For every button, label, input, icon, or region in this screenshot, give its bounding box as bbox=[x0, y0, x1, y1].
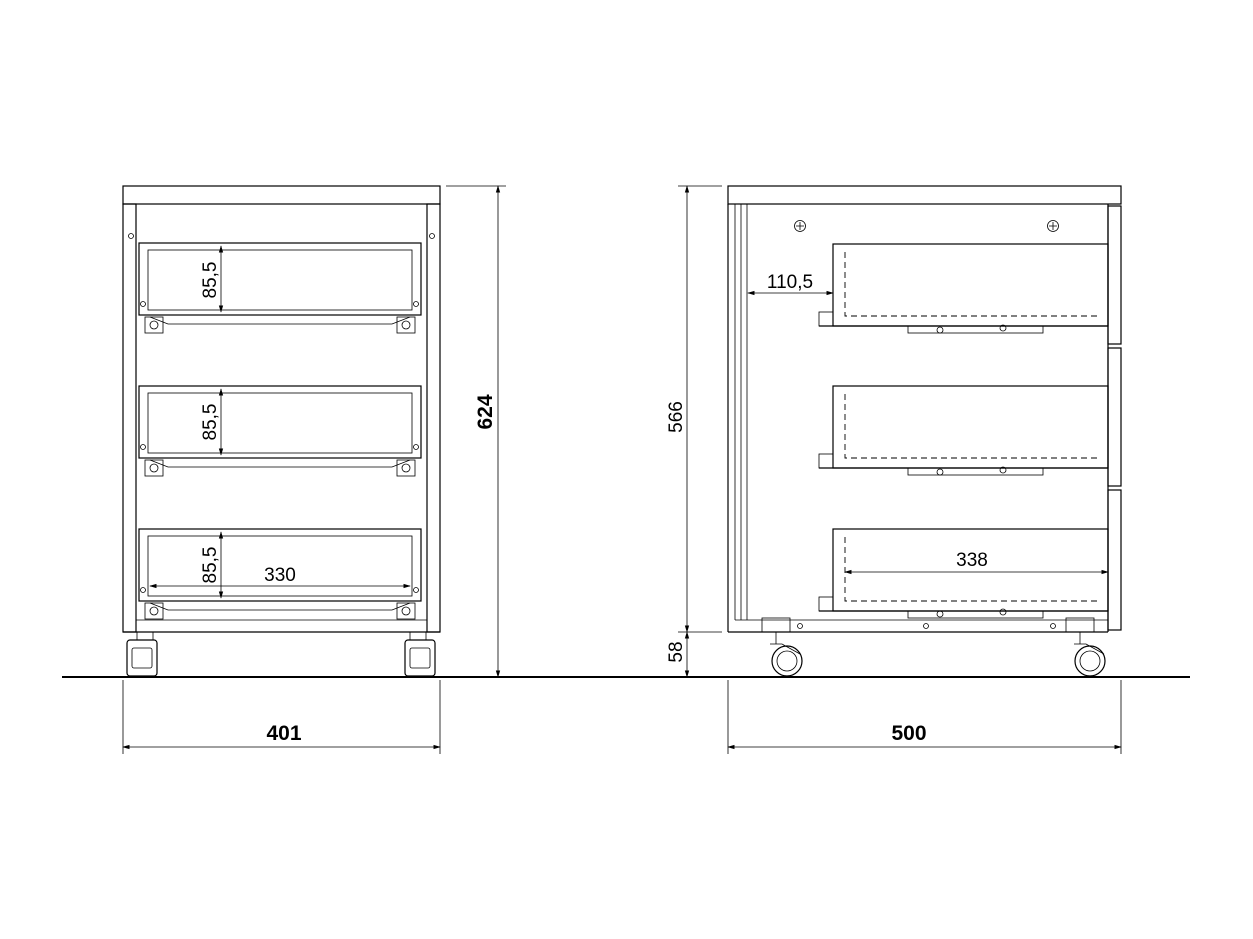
front-drawer-1 bbox=[138, 242, 422, 334]
side-base-height-label: 58 bbox=[666, 641, 687, 662]
front-view: 85,5 85,5 85,5 330 624 401 bbox=[122, 185, 506, 754]
side-view: 110,5 338 566 58 500 bbox=[666, 185, 1122, 754]
front-caster-right bbox=[404, 631, 436, 677]
front-drawer-2 bbox=[138, 385, 422, 477]
front-top-board bbox=[122, 185, 441, 205]
front-inner-width-label: 330 bbox=[264, 565, 296, 586]
front-drawer-1-height-label: 85,5 bbox=[200, 262, 221, 299]
front-drawer-3 bbox=[138, 528, 422, 620]
front-drawer-3-height-label: 85,5 bbox=[200, 547, 221, 584]
screw-icon bbox=[794, 220, 806, 232]
front-width-label: 401 bbox=[266, 722, 301, 745]
side-drawer-depth-label: 338 bbox=[956, 550, 988, 571]
front-left-panel bbox=[122, 203, 137, 633]
screw-icon bbox=[1047, 220, 1059, 232]
side-drawer-3 bbox=[818, 528, 1109, 619]
front-right-panel bbox=[426, 203, 441, 633]
side-setback-label: 110,5 bbox=[767, 272, 813, 293]
front-caster-left bbox=[126, 631, 158, 677]
side-body-height-label: 566 bbox=[666, 401, 687, 433]
side-depth-label: 500 bbox=[891, 722, 926, 745]
side-caster-left bbox=[761, 617, 803, 677]
side-drawer-2 bbox=[818, 385, 1109, 476]
front-height-label: 624 bbox=[474, 394, 497, 429]
side-drawer-1 bbox=[818, 243, 1109, 334]
front-drawer-2-height-label: 85,5 bbox=[200, 404, 221, 441]
side-caster-right bbox=[1065, 617, 1106, 677]
side-top-board bbox=[727, 185, 1122, 205]
